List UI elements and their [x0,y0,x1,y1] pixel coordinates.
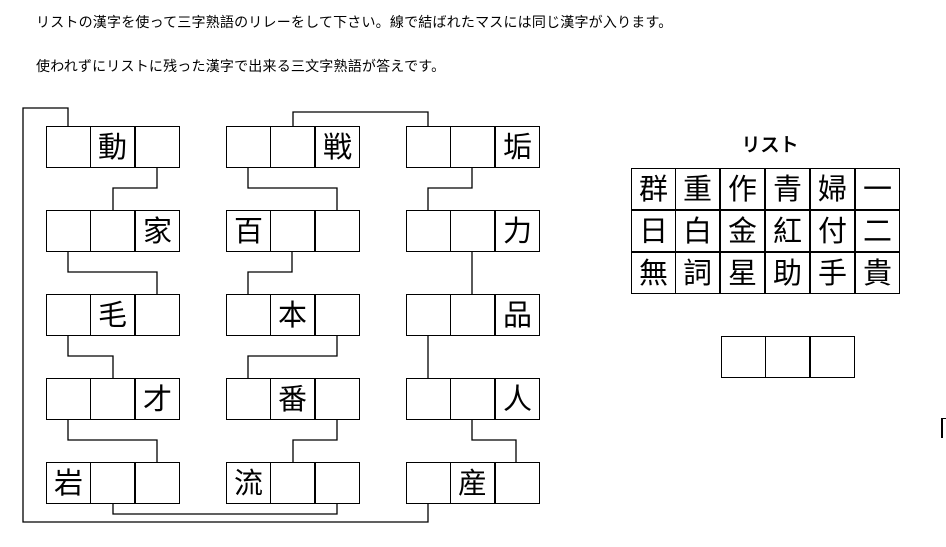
answer-cell[interactable] [721,336,766,378]
puzzle-cell[interactable] [315,294,360,336]
instruction-line-2: 使われずにリストに残った漢字で出来る三文字熟語が答えです。 [36,59,446,75]
list-kanji[interactable]: 紅 [765,210,810,252]
list-kanji[interactable]: 青 [765,168,810,210]
connector-line [112,504,338,515]
puzzle-cell[interactable]: 流 [226,462,271,504]
connector-line [112,168,158,210]
puzzle-cell[interactable] [406,462,451,504]
puzzle-cell[interactable] [406,126,451,168]
list-kanji[interactable]: 星 [720,252,765,294]
list-kanji[interactable]: 貴 [855,252,900,294]
list-kanji[interactable]: 婦 [810,168,855,210]
puzzle-cell[interactable] [46,210,91,252]
puzzle-cell[interactable]: 産 [450,462,495,504]
puzzle-cell[interactable]: 戦 [315,126,360,168]
puzzle-cell[interactable] [315,378,360,420]
connector-line [67,336,114,378]
puzzle-cell[interactable]: 番 [270,378,315,420]
connector-line [247,168,338,210]
puzzle-cell[interactable] [226,294,271,336]
puzzle-cell[interactable]: 動 [90,126,135,168]
puzzle-cell[interactable]: 本 [270,294,315,336]
list-kanji[interactable]: 群 [631,168,676,210]
list-kanji[interactable]: 白 [675,210,720,252]
puzzle-cell[interactable]: 垢 [495,126,540,168]
puzzle-cell[interactable] [450,210,495,252]
connector-line [427,168,473,210]
instruction-line-1: リストの漢字を使って三字熟語のリレーをして下さい。線で結ばれたマスには同じ漢字が… [36,15,673,31]
puzzle-cell[interactable]: 岩 [46,462,91,504]
puzzle-cell[interactable] [90,378,135,420]
connector-line [247,336,338,378]
list-kanji[interactable]: 助 [765,252,810,294]
puzzle-cell[interactable] [135,294,180,336]
list-kanji[interactable]: 付 [810,210,855,252]
connector-line [471,420,517,462]
list-kanji[interactable]: 詞 [675,252,720,294]
puzzle-cell[interactable]: 力 [495,210,540,252]
connector-line [292,111,429,126]
puzzle-cell[interactable] [90,462,135,504]
puzzle-cell[interactable] [270,210,315,252]
puzzle-cell[interactable] [226,126,271,168]
puzzle-cell[interactable] [226,378,271,420]
puzzle-cell[interactable] [450,378,495,420]
puzzle-cell[interactable] [315,462,360,504]
connector-line [247,252,293,294]
connector-line [67,252,158,294]
puzzle-cell[interactable]: 毛 [90,294,135,336]
puzzle-cell[interactable]: 人 [495,378,540,420]
puzzle-cell[interactable] [135,126,180,168]
connector-line [22,107,429,523]
list-kanji[interactable]: 一 [855,168,900,210]
list-kanji[interactable]: 作 [720,168,765,210]
list-kanji[interactable]: 手 [810,252,855,294]
list-kanji[interactable]: 金 [720,210,765,252]
puzzle-cell[interactable]: 家 [135,210,180,252]
edge-fragment [941,418,946,438]
answer-cell[interactable] [810,336,855,378]
connector-line [67,420,158,462]
puzzle-cell[interactable] [46,126,91,168]
answer-cell[interactable] [765,336,810,378]
list-title: リスト [741,134,799,156]
puzzle-cell[interactable] [90,210,135,252]
puzzle-cell[interactable] [406,210,451,252]
puzzle-cell[interactable] [46,294,91,336]
connector-line [292,420,338,462]
puzzle-cell[interactable]: 百 [226,210,271,252]
puzzle-cell[interactable] [135,462,180,504]
puzzle-cell[interactable]: 才 [135,378,180,420]
list-kanji[interactable]: 日 [631,210,676,252]
list-kanji[interactable]: 重 [675,168,720,210]
puzzle-cell[interactable] [270,462,315,504]
puzzle-cell[interactable] [495,462,540,504]
list-kanji[interactable]: 二 [855,210,900,252]
list-kanji[interactable]: 無 [631,252,676,294]
puzzle-cell[interactable] [450,126,495,168]
puzzle-cell[interactable] [450,294,495,336]
puzzle-cell[interactable] [406,294,451,336]
puzzle-cell[interactable] [46,378,91,420]
puzzle-cell[interactable]: 品 [495,294,540,336]
puzzle-cell[interactable] [315,210,360,252]
puzzle-cell[interactable] [270,126,315,168]
puzzle-cell[interactable] [406,378,451,420]
